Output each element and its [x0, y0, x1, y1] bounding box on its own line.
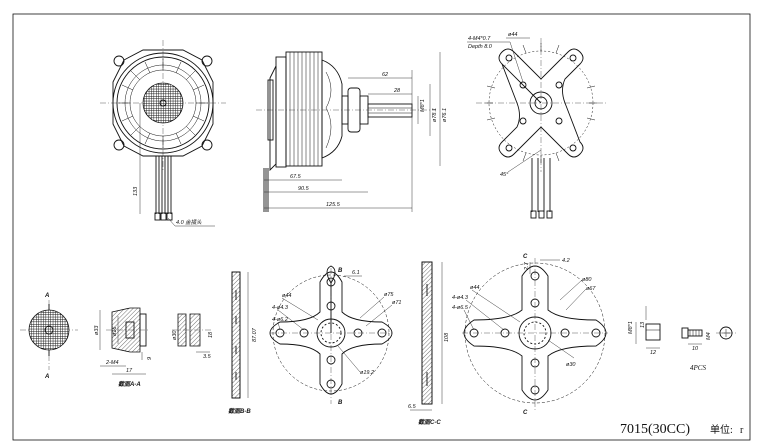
mount-b-holes-b-label: 4-ø6.2	[272, 317, 288, 323]
model-label: 7015(30CC)	[620, 422, 690, 437]
washer-d17-label: 17	[126, 368, 133, 374]
title-block: 7015(30CC) 单位: r	[620, 422, 744, 437]
mount-b-d75-label: ø75	[384, 292, 394, 298]
mount-c-d80-label: ø80	[582, 277, 592, 283]
mount-c-d44-label: ø44	[470, 285, 479, 291]
mount-b-sec-bottom: B	[338, 400, 343, 406]
rear-d44-label: ø44	[508, 32, 517, 38]
side-d90-label: 90.5	[298, 186, 310, 192]
side-d125-label: 125.5	[326, 202, 341, 208]
mount-b-height-label: 87.07	[252, 327, 258, 342]
mount-c-sec-bottom: C	[523, 410, 528, 416]
side-d76-label: ø76.1	[442, 108, 448, 122]
mount-c-sec-top: C	[523, 254, 528, 260]
washer-d16-label: ø16	[112, 326, 118, 336]
rear-angle-label: 45°	[500, 172, 509, 178]
spacer-d30-label: ø30	[172, 330, 178, 340]
side-view: 62 28 67.5 90.5 125.5 M8*1 ø78.1 ø76.1	[256, 51, 448, 212]
mount-c-d67-label: ø67	[586, 286, 596, 292]
bolt-d10-label: 10	[692, 346, 699, 352]
washer-sec-a-top: A	[44, 293, 49, 299]
front-view: 133 4.0 金插头	[100, 40, 226, 227]
rear-view: 4-M4*0.7 Depth 8.0 ø44 45°	[467, 32, 606, 219]
mount-c-d27-label: 2.7	[524, 261, 530, 271]
rear-depth-label: Depth 8.0	[468, 44, 493, 50]
spacer-d18-label: 18	[208, 331, 214, 338]
mount-b-d71-label: ø71	[392, 300, 401, 306]
mount-c-thickness-label: 6.5	[408, 404, 417, 410]
washer-m4-label: 2-M4	[105, 360, 119, 366]
spacer-d35-label: 3.5	[203, 354, 212, 360]
mount-c-views: 108 6.5 截面C-C C C 2.7 4.2 ø80 ø67 ø44 4-…	[408, 254, 608, 426]
side-m8-label: M8*1	[420, 99, 426, 112]
bolt-quantity-label: 4PCS	[690, 364, 706, 372]
bolt-d13-label: 13	[640, 321, 646, 328]
bolt-m4-label: M4	[706, 332, 712, 340]
mount-b-views: 87.07 截面B-B B B 6.1 ø44 4-ø4.3 4-ø6.2 ø7…	[228, 265, 401, 415]
mount-b-d19-label: ø19.2	[360, 370, 374, 376]
mount-b-sec-top: B	[338, 268, 343, 274]
bolt-m8-label: M8*1	[628, 321, 634, 334]
mount-c-d30-label: ø30	[566, 362, 576, 368]
washer-section-label: 截面A-A	[118, 380, 141, 388]
lead-note-label: 4.0 金插头	[176, 219, 202, 226]
mount-c-height-label: 108	[444, 332, 450, 342]
front-length-label: 133	[133, 186, 139, 196]
rear-holes-label: 4-M4*0.7	[468, 36, 491, 42]
mount-b-d44-label: ø44	[282, 293, 291, 299]
mount-c-section-label: 截面C-C	[418, 418, 441, 426]
side-d62-label: 62	[382, 72, 388, 78]
bolt-d12-label: 12	[650, 350, 656, 356]
side-d67-label: 67.5	[290, 174, 302, 180]
washer-d33-label: ø33	[94, 325, 100, 335]
mount-c-holes-b-label: 4-ø6.5	[452, 305, 469, 311]
side-d78-label: ø78.1	[432, 108, 438, 122]
drawing-frame	[12, 13, 751, 441]
washer-d9-label: 9	[147, 357, 153, 360]
washer-sec-a-bottom: A	[44, 374, 49, 380]
mount-b-d61-label: 6.1	[352, 270, 360, 276]
unit-label: 单位:	[710, 423, 733, 436]
mount-c-holes-a-label: 4-ø4.3	[452, 295, 469, 301]
mount-b-section-label: 截面B-B	[228, 407, 251, 415]
washer-views: A A ø33 ø16 2-M4 17 9 截面A-A ø30 18 3.5	[20, 293, 214, 388]
mount-c-d42-label: 4.2	[562, 258, 570, 264]
side-d28-label: 28	[393, 88, 401, 94]
mount-b-holes-a-label: 4-ø4.3	[272, 305, 289, 311]
bolt-views: M8*1 13 12 10 M4 4PCS	[628, 306, 736, 372]
unit-value: r	[740, 425, 744, 436]
